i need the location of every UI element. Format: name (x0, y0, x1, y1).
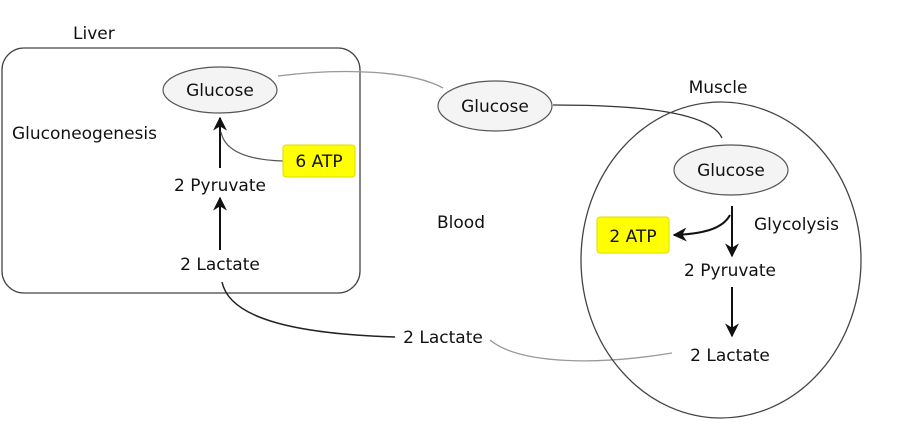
blood-to-muscle-glucose-link (552, 104, 723, 139)
muscle-glucose-node (673, 144, 789, 196)
muscle-compartment (580, 101, 862, 419)
muscle-atp-label: 2 ATP (609, 227, 656, 247)
muscle-glucose-label: Glucose (697, 161, 765, 181)
blood-glucose-label: Glucose (461, 97, 529, 117)
liver-atp-consumption-curve (220, 131, 284, 162)
liver-lactate-label: 2 Lactate (180, 255, 260, 275)
liver-compartment (1, 47, 361, 294)
muscle-lactate-label: 2 Lactate (690, 346, 770, 366)
liver-pyruvate-label: 2 Pyruvate (174, 176, 266, 196)
gluconeogenesis-label: Gluconeogenesis (12, 124, 157, 144)
blood-lactate-label: 2 Lactate (403, 328, 483, 348)
liver-atp-badge (282, 144, 356, 178)
muscle-atp-badge (596, 216, 670, 254)
blood-glucose-node (437, 80, 553, 132)
blood-to-liver-lactate-link (221, 281, 396, 338)
liver-to-blood-glucose-link (277, 70, 444, 89)
muscle-label: Muscle (689, 78, 748, 98)
liver-glucose-label: Glucose (186, 81, 254, 101)
blood-label: Blood (437, 213, 485, 233)
muscle-atp-production-arrow (672, 214, 731, 242)
muscle-to-blood-lactate-link (489, 339, 673, 362)
glycolysis-label: Glycolysis (754, 215, 839, 235)
liver-atp-label: 6 ATP (295, 152, 342, 172)
liver-glucose-node (162, 66, 278, 114)
muscle-pyruvate-label: 2 Pyruvate (684, 261, 776, 281)
liver-label: Liver (73, 24, 115, 44)
